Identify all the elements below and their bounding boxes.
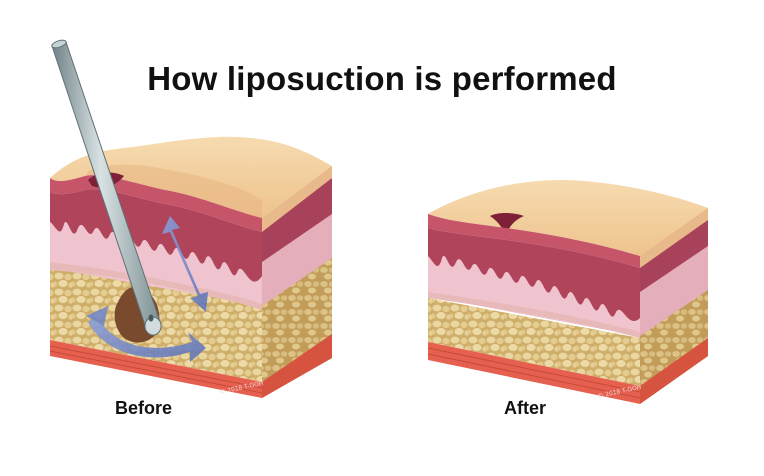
after-side-epidermis (640, 208, 708, 268)
before-fat-top-edge (50, 262, 262, 310)
before-side-epidermis (262, 166, 332, 232)
cannula-port (148, 314, 154, 322)
before-side-muscle (262, 334, 332, 398)
before-caption: Before (115, 398, 173, 418)
diagonal-arrow (162, 216, 208, 312)
before-skin-block: © 2018 T-GOH (49, 39, 332, 398)
before-front-muscle (50, 340, 262, 398)
after-front-epidermis (428, 214, 640, 268)
page-title: How liposuction is performed (147, 60, 617, 97)
after-side-fat (640, 290, 708, 386)
after-front-muscle (428, 342, 640, 404)
after-incision (490, 213, 524, 236)
after-caption: After (504, 398, 547, 418)
cannula-top-cap (51, 39, 67, 49)
after-block-top (428, 180, 708, 256)
after-front-dermis-light (428, 255, 640, 336)
curved-arrow-head-left (86, 306, 108, 326)
before-side-dermis-light (262, 214, 332, 306)
after-fat-top-edge (428, 292, 640, 338)
suction-arrows (86, 216, 208, 362)
after-side-muscle (640, 338, 708, 404)
curved-arrow (88, 316, 206, 362)
after-side-dermis-light (640, 246, 708, 336)
after-skin-block: © 2018 T-GOH (427, 180, 708, 404)
after-front-fat (428, 298, 640, 386)
after-muscle-lines (427, 347, 641, 399)
before-side-fat (262, 258, 332, 382)
before-front-dermis-light (50, 222, 262, 306)
before-top-shading (85, 164, 262, 218)
before-muscle-lines (49, 345, 263, 394)
cannula-icon (51, 39, 162, 336)
